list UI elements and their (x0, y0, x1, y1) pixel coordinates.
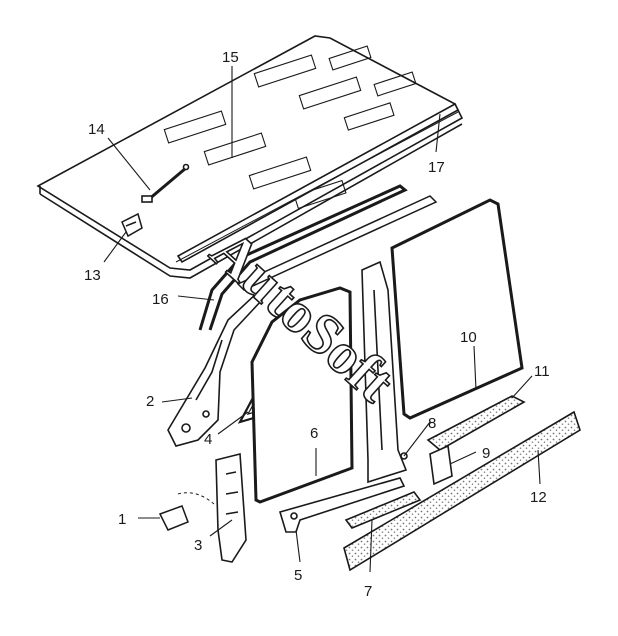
rear-bracket (429, 444, 453, 486)
roof-strut (141, 163, 190, 203)
clip (158, 492, 215, 531)
front-door-glass (250, 286, 354, 504)
callout-1: 1 (118, 511, 126, 528)
callout-15: 15 (222, 49, 239, 66)
rear-panel (426, 395, 526, 451)
callout-4: 4 (204, 431, 212, 448)
front-door-seal (198, 184, 408, 331)
callout-6: 6 (310, 425, 318, 442)
callout-13: 13 (84, 267, 101, 284)
rocker-inner (279, 477, 406, 533)
callout-3: 3 (194, 537, 202, 554)
leader-lines (103, 66, 541, 573)
callout-5: 5 (294, 567, 302, 584)
roof-molding (236, 195, 438, 291)
rear-door-glass (390, 198, 524, 420)
b-pillar (361, 260, 408, 484)
front-pillar-lower (215, 452, 247, 563)
roof-panel (36, 35, 464, 279)
callout-9: 9 (482, 445, 490, 462)
callout-2: 2 (146, 393, 154, 410)
callout-11: 11 (534, 363, 550, 380)
callout-7: 7 (364, 583, 372, 600)
a-pillar (167, 290, 263, 447)
roof-rail (175, 102, 460, 264)
roof-bracket (121, 212, 143, 238)
callout-17: 17 (428, 159, 445, 176)
callout-8: 8 (428, 415, 436, 432)
callout-10: 10 (460, 329, 477, 346)
rocker-outer (343, 410, 581, 572)
callout-labels: 1 2 3 4 5 6 7 8 9 10 11 12 13 14 15 16 1… (84, 49, 550, 600)
callout-14: 14 (88, 121, 105, 138)
sill-plate (344, 491, 422, 529)
callout-12: 12 (530, 489, 547, 506)
callout-16: 16 (152, 291, 169, 308)
